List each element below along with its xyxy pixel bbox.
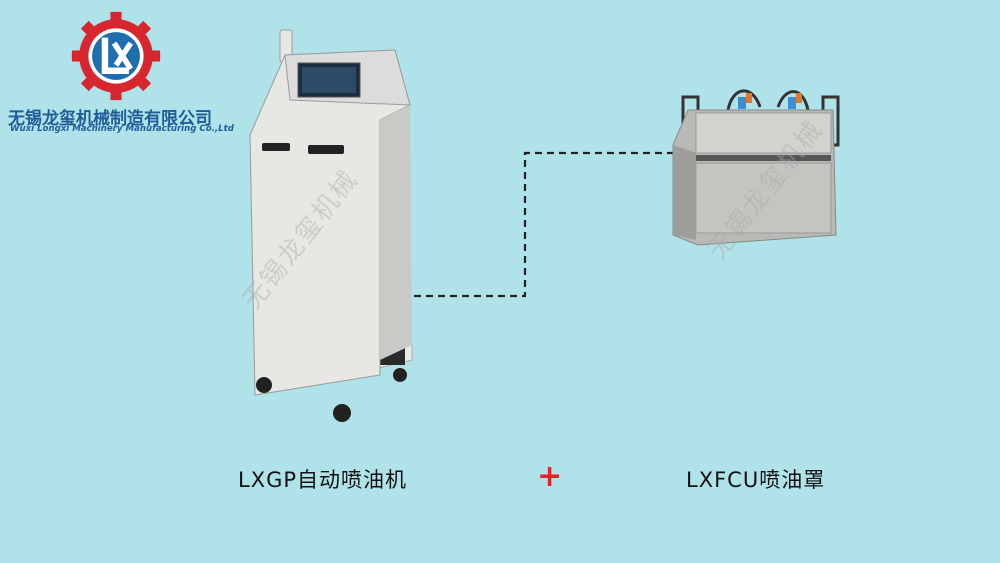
company-logo: 无锡龙玺机械制造有限公司 Wuxi Longxi Machinery Manuf… [0,0,240,140]
oil-spray-hood-image [672,89,840,246]
company-name-en: Wuxi Longxi Machinery Manufacturing Co.,… [10,124,234,134]
spray-machine-image [249,29,413,422]
left-product-caption: LXGP自动喷油机 [238,468,408,492]
gear-logo-icon [71,11,161,101]
right-product-caption: LXFCU喷油罩 [686,468,826,492]
plus-sign: + [537,459,563,494]
company-name-cn: 无锡龙玺机械制造有限公司 [8,109,212,129]
